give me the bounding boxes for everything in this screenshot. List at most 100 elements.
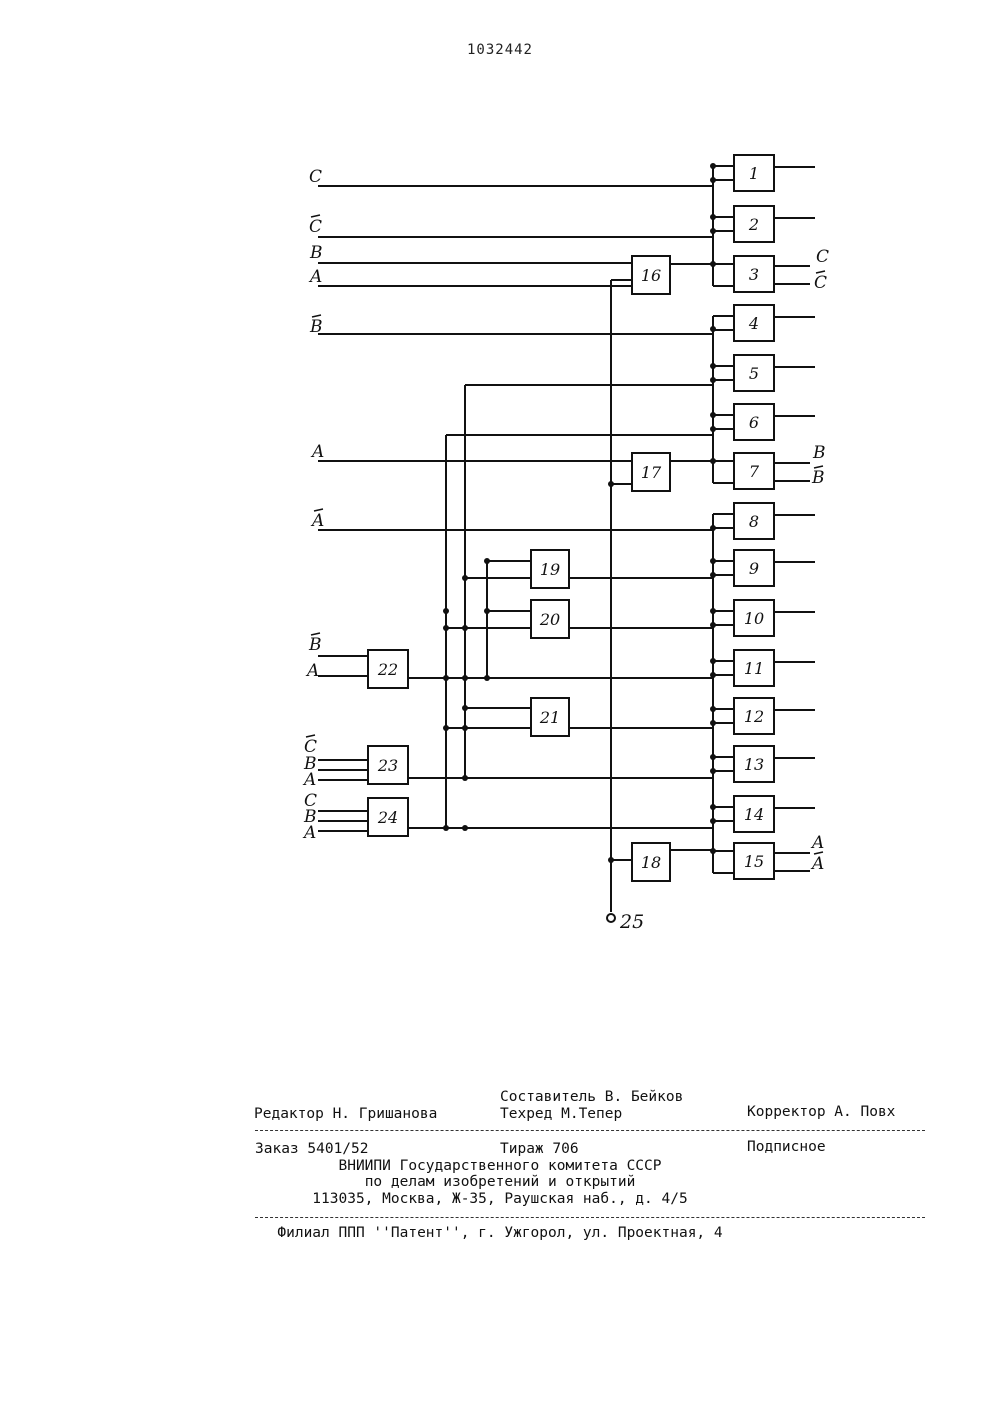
- junction-dot: [710, 326, 716, 332]
- order-number: Заказ 5401/52: [255, 1141, 369, 1157]
- junction-dot: [710, 608, 716, 614]
- junction-dot: [710, 672, 716, 678]
- block-label-2: 2: [748, 215, 759, 234]
- junction-dot: [710, 377, 716, 383]
- junction-dot: [710, 754, 716, 760]
- junction-dot: [462, 775, 468, 781]
- address: 113035, Москва, Ж-35, Раушская наб., д. …: [0, 1191, 1000, 1207]
- out-c-bar: C: [814, 273, 827, 293]
- junction-dot: [710, 804, 716, 810]
- org-line-2: по делам изобретений и открытий: [0, 1174, 1000, 1190]
- block-label-16: 16: [641, 266, 661, 285]
- junction-dot: [710, 525, 716, 531]
- junction-dot: [710, 818, 716, 824]
- block-label-14: 14: [744, 805, 764, 824]
- block-label-17: 17: [641, 463, 662, 482]
- junction-dot: [462, 575, 468, 581]
- junction-dot: [462, 675, 468, 681]
- junction-dot: [710, 412, 716, 418]
- label-b-bar: B: [309, 317, 323, 337]
- junction-dots: [443, 163, 716, 922]
- junction-dot: [608, 857, 614, 863]
- out-b: B: [812, 443, 826, 463]
- terminal-25-circle: [607, 914, 615, 922]
- junction-dot: [710, 228, 716, 234]
- label-a-2: A: [310, 442, 324, 462]
- junction-dot: [443, 825, 449, 831]
- junction-dot: [710, 458, 716, 464]
- junction-dot: [484, 608, 490, 614]
- junction-dot: [710, 261, 716, 267]
- label-c: C: [309, 167, 322, 187]
- label-b: B: [309, 243, 323, 263]
- label-b-bar-2: B: [308, 635, 322, 655]
- junction-dot: [710, 363, 716, 369]
- junction-dot: [443, 608, 449, 614]
- label-c-bar: C: [309, 217, 322, 237]
- junction-dot: [608, 481, 614, 487]
- circulation: Тираж 706: [500, 1141, 579, 1157]
- junction-dot: [443, 675, 449, 681]
- junction-dot: [710, 163, 716, 169]
- junction-dot: [710, 214, 716, 220]
- junction-dot: [710, 622, 716, 628]
- block-label-20: 20: [539, 610, 560, 629]
- block-label-1: 1: [749, 164, 759, 183]
- junction-dot: [462, 725, 468, 731]
- junction-dot: [710, 848, 716, 854]
- label-a-bar: A: [310, 511, 324, 531]
- junction-dot: [710, 706, 716, 712]
- junction-dot: [484, 558, 490, 564]
- junction-dot: [710, 177, 716, 183]
- dashed-divider-top: [255, 1130, 925, 1131]
- block-label-7: 7: [749, 462, 760, 481]
- block-label-3: 3: [749, 265, 759, 284]
- junction-dot: [484, 675, 490, 681]
- out-a: A: [810, 833, 824, 853]
- tech-editor: Техред М.Тепер: [500, 1106, 622, 1122]
- out-a-bar: A: [810, 854, 824, 874]
- junction-dot: [710, 558, 716, 564]
- block-label-4: 4: [748, 314, 759, 333]
- block-label-15: 15: [744, 852, 764, 871]
- branch-line: Филиал ППП ''Патент'', г. Ужгорол, ул. П…: [0, 1225, 1000, 1241]
- block-label-8: 8: [749, 512, 759, 531]
- block-label-22: 22: [377, 660, 398, 679]
- block-label-23: 23: [377, 756, 398, 775]
- junction-dot: [710, 720, 716, 726]
- block-label-9: 9: [749, 559, 759, 578]
- label-a-5: A: [302, 823, 316, 843]
- block-label-12: 12: [744, 707, 764, 726]
- out-b-bar: B: [811, 468, 825, 488]
- logic-circuit-diagram: 123456789101112131415161718192021222324 …: [0, 0, 1000, 1000]
- block-label-11: 11: [744, 659, 764, 678]
- label-a-4: A: [302, 770, 316, 790]
- label-a-3: A: [305, 661, 319, 681]
- block-label-13: 13: [744, 755, 764, 774]
- editor: Редактор Н. Гришанова: [254, 1106, 437, 1122]
- block-label-24: 24: [377, 808, 398, 827]
- block-label-18: 18: [641, 853, 661, 872]
- junction-dot: [710, 426, 716, 432]
- block-label-5: 5: [749, 364, 759, 383]
- junction-dot: [462, 625, 468, 631]
- out-c: C: [816, 247, 829, 267]
- block-label-6: 6: [749, 413, 759, 432]
- junction-dot: [462, 825, 468, 831]
- terminal-25-label: 25: [619, 911, 644, 933]
- compiler: Составитель В. Бейков: [500, 1089, 683, 1105]
- junction-dot: [443, 725, 449, 731]
- junction-dot: [462, 705, 468, 711]
- block-label-21: 21: [539, 708, 560, 727]
- label-a: A: [308, 267, 322, 287]
- corrector: Корректор А. Повх: [747, 1104, 895, 1120]
- subscription: Подписное: [747, 1139, 826, 1155]
- junction-dot: [710, 768, 716, 774]
- junction-dot: [710, 658, 716, 664]
- dashed-divider-bottom: [255, 1217, 925, 1218]
- org-line-1: ВНИИПИ Государственного комитета СССР: [0, 1158, 1000, 1174]
- junction-dot: [710, 572, 716, 578]
- block-label-10: 10: [744, 609, 764, 628]
- block-label-19: 19: [540, 560, 560, 579]
